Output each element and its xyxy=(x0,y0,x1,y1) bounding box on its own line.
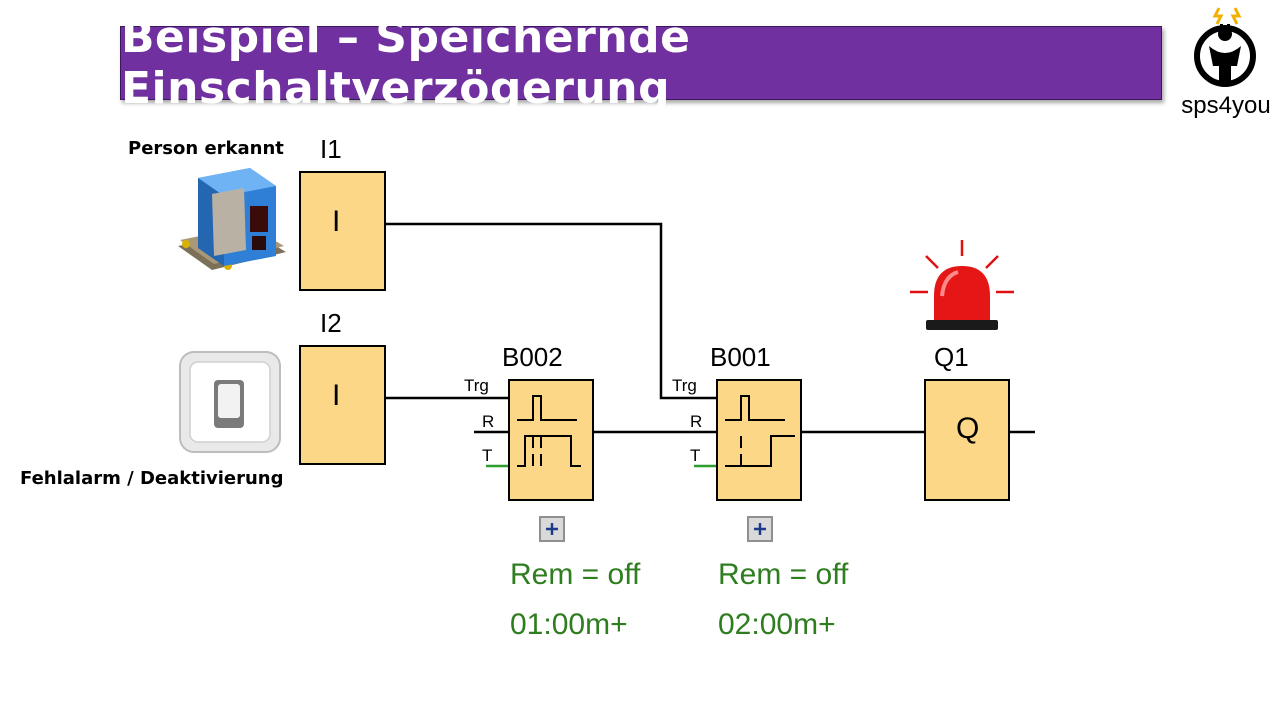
block-q1-symbol: Q xyxy=(956,412,980,445)
logo-text: sps4you xyxy=(1181,92,1271,119)
b001-pin-t: T xyxy=(690,446,701,465)
block-b001-name: B001 xyxy=(710,342,771,372)
plus-icon xyxy=(754,523,766,535)
retentive-on-delay-timing-icon xyxy=(725,395,795,467)
block-i2 xyxy=(299,345,386,465)
b001-time: 02:00m+ xyxy=(718,608,836,641)
b002-time: 01:00m+ xyxy=(510,608,628,641)
on-delay-timing-icon xyxy=(517,395,581,467)
b001-pin-trg: Trg xyxy=(672,376,697,395)
block-i1 xyxy=(299,171,386,291)
block-q1 xyxy=(924,379,1010,501)
block-q1-name: Q1 xyxy=(934,342,969,372)
b001-expand-button[interactable] xyxy=(747,516,773,542)
block-i2-symbol: I xyxy=(332,379,341,412)
b002-pin-t: T xyxy=(482,446,493,465)
b002-remanence: Rem = off xyxy=(510,558,641,591)
page-title: Beispiel – Speichernde Einschaltverzöger… xyxy=(121,12,691,114)
plus-icon xyxy=(546,523,558,535)
photoelectric-sensor-icon xyxy=(178,168,286,270)
block-b002 xyxy=(508,379,594,501)
switch-label: Fehlalarm / Deaktivierung xyxy=(20,468,284,489)
block-b001 xyxy=(716,379,802,501)
b001-pin-r: R xyxy=(690,412,703,431)
wire-i1-to-b001-trg xyxy=(385,222,717,400)
b002-pin-trg: Trg xyxy=(464,376,489,395)
block-i2-name: I2 xyxy=(320,308,342,338)
block-i1-symbol: I xyxy=(332,205,341,238)
red-alarm-beacon-icon xyxy=(910,240,1014,330)
person-plug-icon xyxy=(1194,7,1256,87)
wires xyxy=(385,222,1035,434)
b002-expand-button[interactable] xyxy=(539,516,565,542)
toggle-switch-icon xyxy=(179,351,281,453)
b001-remanence: Rem = off xyxy=(718,558,849,591)
sensor-label: Person erkannt xyxy=(128,138,284,159)
b002-pin-r: R xyxy=(482,412,495,431)
title-banner: Beispiel – Speichernde Einschaltverzöger… xyxy=(120,12,1162,114)
block-b002-name: B002 xyxy=(502,342,563,372)
block-i1-name: I1 xyxy=(320,134,342,164)
